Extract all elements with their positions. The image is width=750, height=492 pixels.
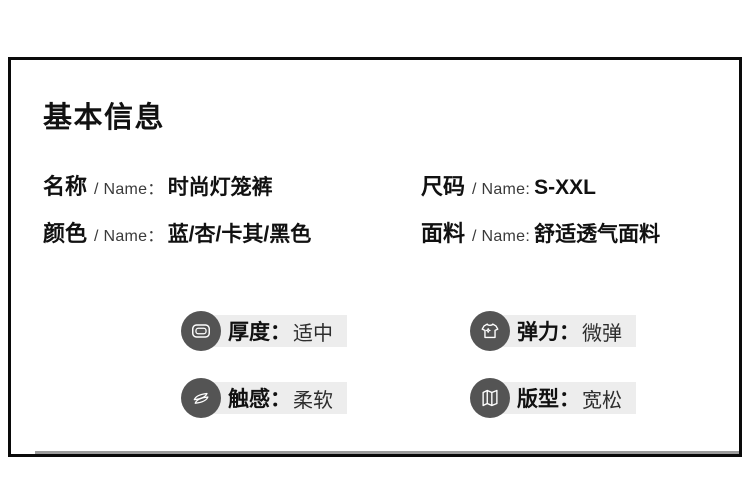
field-name: 名称 / Name： 时尚灯笼裤 xyxy=(43,169,273,201)
stretch-tshirt-icon xyxy=(470,311,510,351)
field-fabric-label: 面料 xyxy=(421,221,466,246)
badge-fit-label: 版型 xyxy=(517,388,559,411)
badge-thickness-colon: ： xyxy=(270,321,291,344)
badge-thickness-pill: 厚度：适中 xyxy=(200,315,347,347)
field-fabric: 面料 / Name: 舒适透气面料 xyxy=(421,216,660,248)
field-color: 颜色 / Name： 蓝/杏/卡其/黑色 xyxy=(43,216,311,248)
field-name-value: 时尚灯笼裤 xyxy=(167,176,273,199)
badge-thickness-label: 厚度 xyxy=(228,321,270,344)
field-size-sublabel: / Name: xyxy=(472,181,531,198)
field-name-sublabel: / Name： xyxy=(94,181,164,198)
field-color-label: 颜色 xyxy=(43,221,88,246)
panel-title: 基本信息 xyxy=(43,102,166,134)
field-size-label: 尺码 xyxy=(421,174,466,199)
badge-fit-value: 宽松 xyxy=(582,389,622,412)
fabric-thickness-icon xyxy=(181,311,221,351)
loose-fit-icon xyxy=(470,378,510,418)
bottom-divider-line xyxy=(35,451,739,454)
field-color-sublabel: / Name： xyxy=(94,228,164,245)
badge-fit-colon: ： xyxy=(559,388,580,411)
field-name-label: 名称 xyxy=(43,174,88,199)
badge-elasticity-pill: 弹力：微弹 xyxy=(489,315,636,347)
field-fabric-sublabel: / Name: xyxy=(472,228,531,245)
basic-info-panel: 基本信息 名称 / Name： 时尚灯笼裤 尺码 / Name: S-XXL 颜… xyxy=(8,57,742,457)
soft-touch-icon xyxy=(181,378,221,418)
badge-touch-label: 触感 xyxy=(228,388,270,411)
badge-elasticity-colon: ： xyxy=(559,321,580,344)
field-fabric-value: 舒适透气面料 xyxy=(534,223,661,246)
badge-elasticity-value: 微弹 xyxy=(582,322,622,345)
badge-touch-colon: ： xyxy=(270,388,291,411)
badge-touch-pill: 触感：柔软 xyxy=(200,382,347,414)
field-size: 尺码 / Name: S-XXL xyxy=(421,169,596,201)
badge-thickness-value: 适中 xyxy=(293,322,333,345)
field-size-value: S-XXL xyxy=(534,176,596,199)
field-color-value: 蓝/杏/卡其/黑色 xyxy=(167,223,312,246)
badge-elasticity-label: 弹力 xyxy=(517,321,559,344)
badge-fit-pill: 版型：宽松 xyxy=(489,382,636,414)
badge-touch-value: 柔软 xyxy=(293,389,333,412)
